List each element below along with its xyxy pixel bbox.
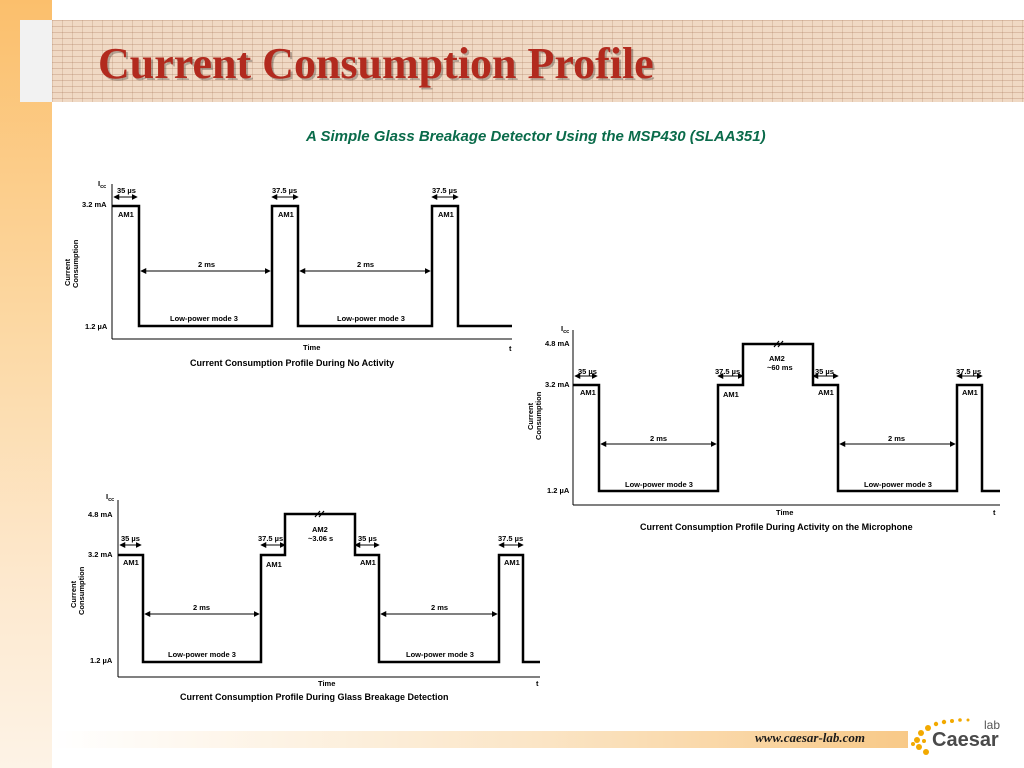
am1-label: AM1	[723, 390, 739, 399]
duration-35us: 35 µs	[578, 367, 597, 376]
am1-label: AM1	[580, 388, 596, 397]
duration-2ms: 2 ms	[431, 603, 448, 612]
x-axis-label: Time	[776, 508, 793, 517]
am2-duration: ~60 ms	[767, 363, 793, 372]
diagram-no-activity: Icc 3.2 mA 1.2 µA Current Consumption 35…	[63, 179, 512, 368]
y-axis-label-2: Consumption	[77, 566, 86, 615]
am1-label: AM1	[504, 558, 520, 567]
duration-2ms: 2 ms	[650, 434, 667, 443]
am1-label: AM1	[360, 558, 376, 567]
am1-label: AM1	[123, 558, 139, 567]
am2-label: AM2	[769, 354, 785, 363]
y-axis-label-2: Consumption	[534, 391, 543, 440]
y-axis-label-1: Current	[526, 402, 535, 430]
am1-current-label: 3.2 mA	[82, 200, 107, 209]
title-banner	[52, 20, 1024, 102]
am1-current-label: 3.2 mA	[88, 550, 113, 559]
duration-37-5us: 37.5 µs	[272, 186, 297, 195]
duration-2ms: 2 ms	[888, 434, 905, 443]
y-axis-label-1: Current	[63, 258, 72, 286]
am1-label: AM1	[118, 210, 134, 219]
footer-bar	[52, 731, 908, 748]
am2-label: AM2	[312, 525, 328, 534]
left-accent-notch	[20, 20, 52, 102]
caesar-logo-icon	[911, 718, 970, 755]
icc-label: Icc	[561, 324, 569, 335]
lpm-label: Low-power mode 3	[625, 480, 693, 489]
lpm-label: Low-power mode 3	[168, 650, 236, 659]
am1-label: AM1	[962, 388, 978, 397]
t-label: t	[536, 679, 539, 688]
am1-current-label: 3.2 mA	[545, 380, 570, 389]
duration-37-5us: 37.5 µs	[258, 534, 283, 543]
lpm-label: Low-power mode 3	[337, 314, 405, 323]
am1-label: AM1	[438, 210, 454, 219]
duration-2ms: 2 ms	[193, 603, 210, 612]
duration-2ms: 2 ms	[198, 260, 215, 269]
footer-url: www.caesar-lab.com	[755, 730, 866, 745]
x-axis-label: Time	[303, 343, 320, 352]
left-accent-bar	[0, 0, 52, 768]
duration-37-5us: 37.5 µs	[715, 367, 740, 376]
duration-37-5us: 37.5 µs	[432, 186, 457, 195]
x-axis-label: Time	[318, 679, 335, 688]
y-axis-label-1: Current	[69, 580, 78, 608]
lpm-label: Low-power mode 3	[406, 650, 474, 659]
am2-duration: ~3.06 s	[308, 534, 333, 543]
duration-2ms: 2 ms	[357, 260, 374, 269]
am2-current-label: 4.8 mA	[545, 339, 570, 348]
duration-35us: 35 µs	[815, 367, 834, 376]
low-current-label: 1.2 µA	[90, 656, 113, 665]
am1-label: AM1	[266, 560, 282, 569]
diagram-caption: Current Consumption Profile During No Ac…	[190, 358, 394, 368]
diagram-microphone: Icc 4.8 mA 3.2 mA 1.2 µA Current Consump…	[526, 324, 1000, 532]
icc-label: Icc	[98, 179, 106, 190]
t-label: t	[993, 508, 996, 517]
am1-label: AM1	[278, 210, 294, 219]
diagram-glass-breakage: Icc 4.8 mA 3.2 mA 1.2 µA Current Consump…	[69, 492, 540, 702]
duration-35us: 35 µs	[121, 534, 140, 543]
am1-label: AM1	[818, 388, 834, 397]
slide-title: Current Consumption Profile	[98, 39, 654, 88]
y-axis-label-2: Consumption	[71, 239, 80, 288]
logo-name-text: Caesar	[932, 729, 999, 751]
am2-current-label: 4.8 mA	[88, 510, 113, 519]
duration-37-5us: 37.5 µs	[498, 534, 523, 543]
logo-lab-text: lab	[984, 718, 1001, 732]
icc-label: Icc	[106, 492, 114, 503]
t-label: t	[509, 344, 512, 353]
duration-37-5us: 37.5 µs	[956, 367, 981, 376]
duration-35us: 35 µs	[117, 186, 136, 195]
slide-subtitle: A Simple Glass Breakage Detector Using t…	[306, 128, 766, 145]
low-current-label: 1.2 µA	[85, 322, 108, 331]
lpm-label: Low-power mode 3	[864, 480, 932, 489]
low-current-label: 1.2 µA	[547, 486, 570, 495]
lpm-label: Low-power mode 3	[170, 314, 238, 323]
duration-35us: 35 µs	[358, 534, 377, 543]
diagram-caption: Current Consumption Profile During Activ…	[640, 522, 913, 532]
diagram-caption: Current Consumption Profile During Glass…	[180, 692, 449, 702]
